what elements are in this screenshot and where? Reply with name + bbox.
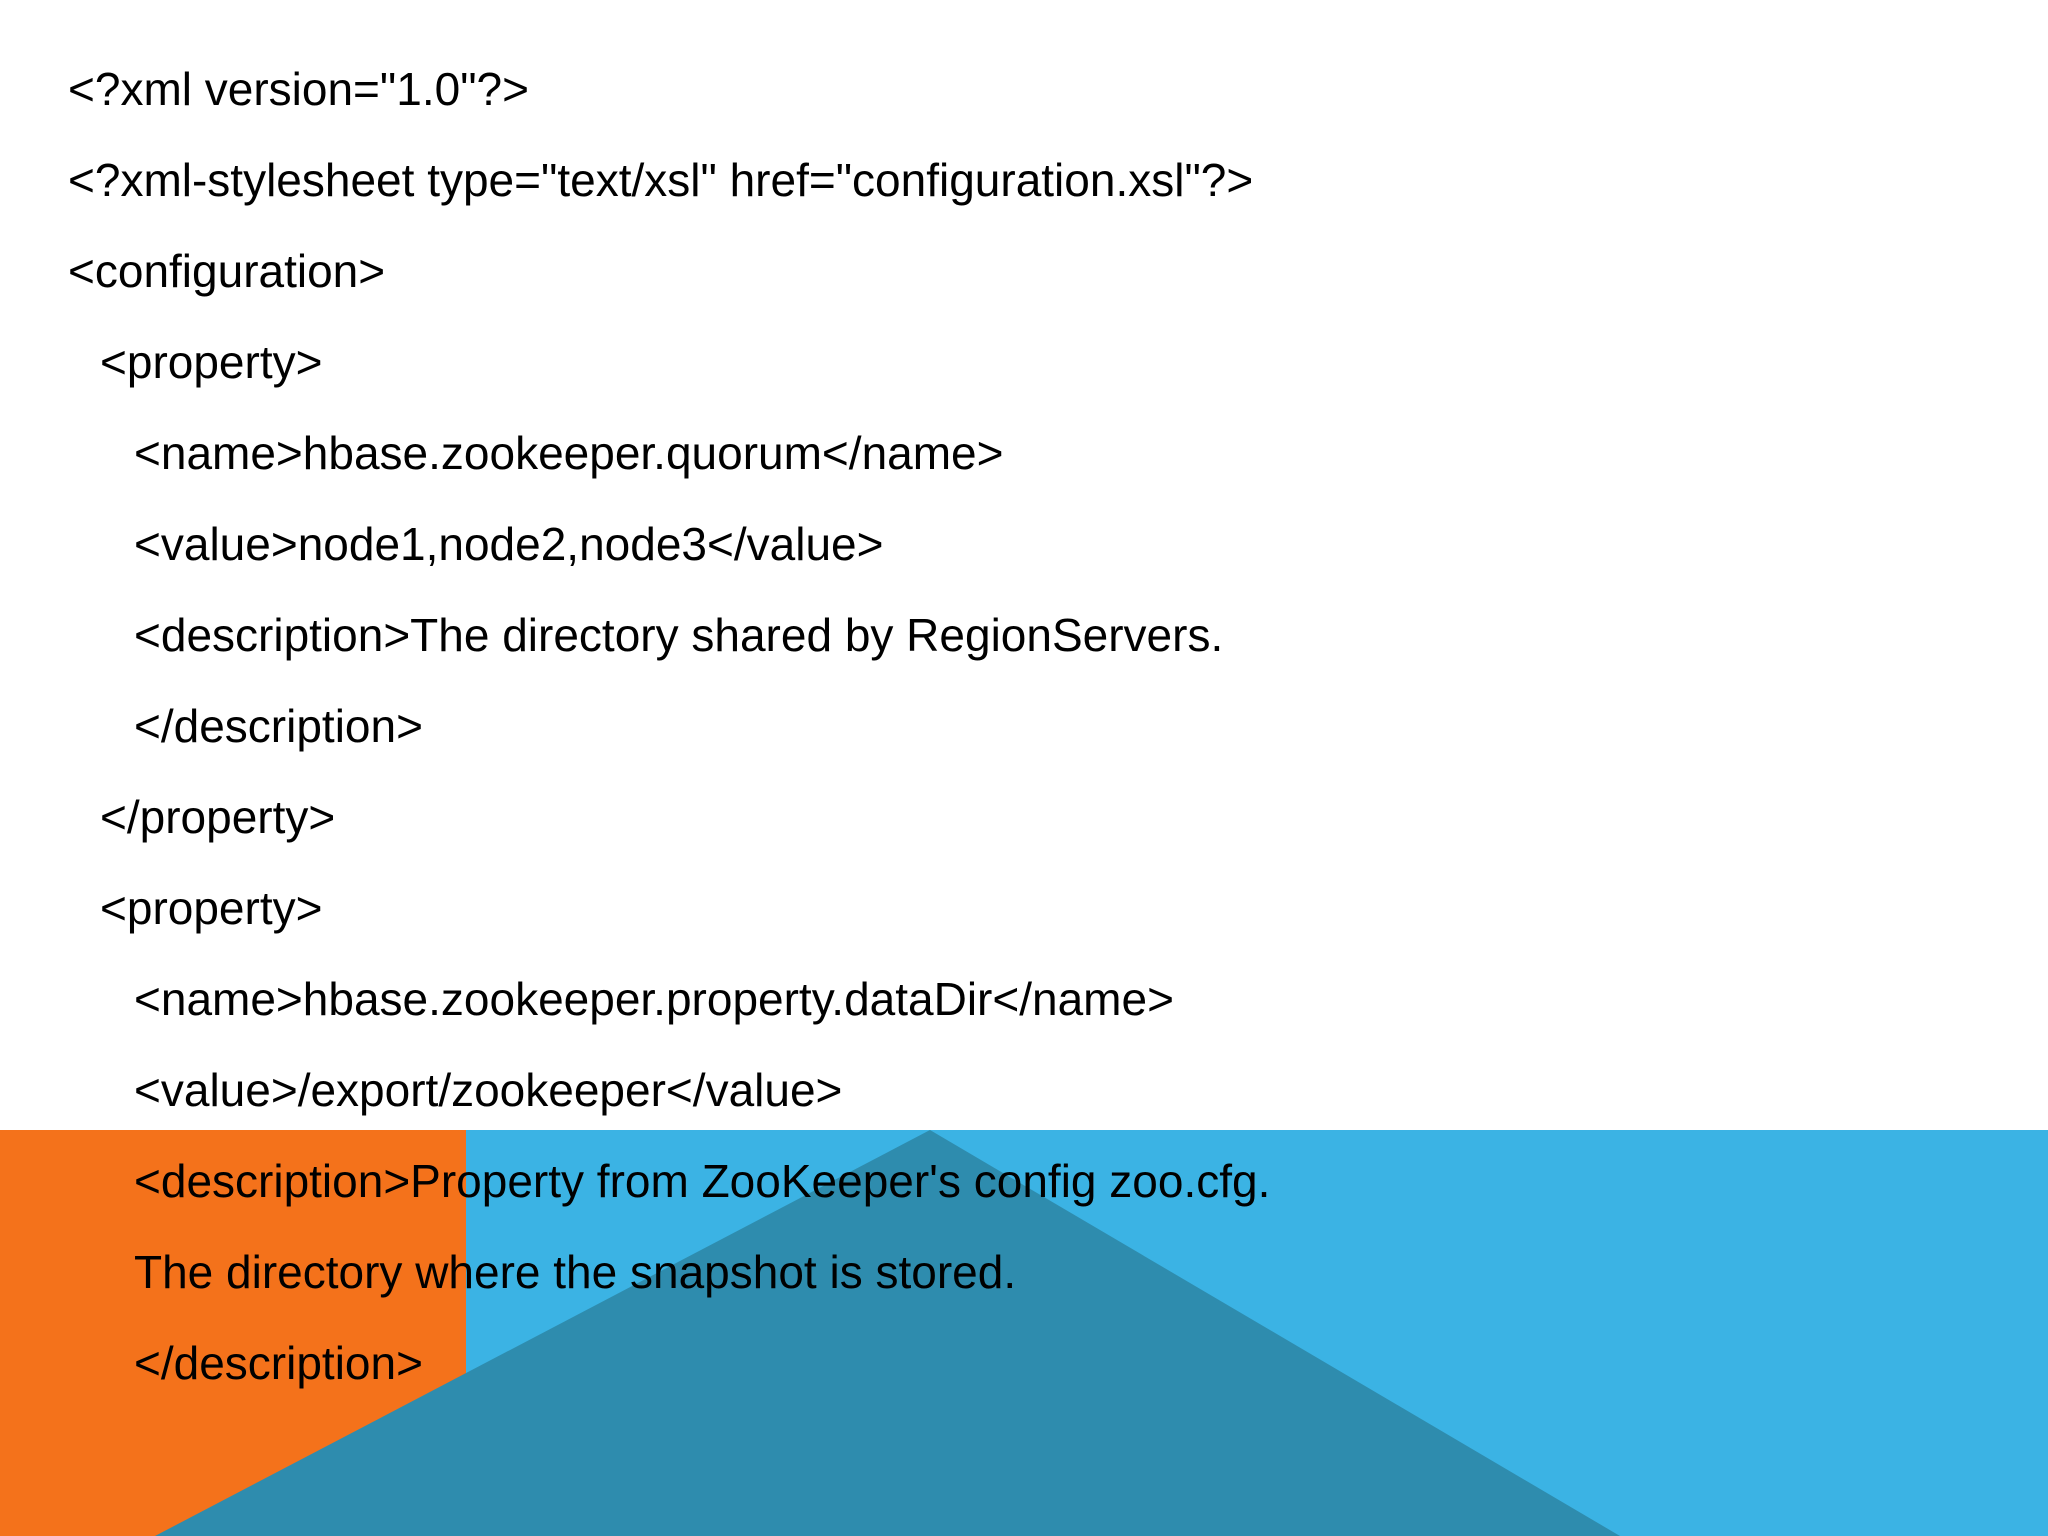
code-line: <description>The directory shared by Reg… xyxy=(134,609,1224,661)
teal-triangle-shape xyxy=(155,1130,1620,1536)
decorative-color-band xyxy=(0,1130,2048,1536)
code-line: The directory where the snapshot is stor… xyxy=(134,1246,1017,1298)
code-line: </property> xyxy=(100,791,336,843)
code-line: <name>hbase.zookeeper.quorum</name> xyxy=(134,427,1004,479)
code-line: <value>node1,node2,node3</value> xyxy=(134,518,884,570)
code-line: <?xml version="1.0"?> xyxy=(68,63,529,115)
code-line: <description>Property from ZooKeeper's c… xyxy=(134,1155,1271,1207)
code-line: <name>hbase.zookeeper.property.dataDir</… xyxy=(134,973,1174,1025)
code-line: <configuration> xyxy=(68,245,386,297)
code-line: <property> xyxy=(100,336,323,388)
code-line: </description> xyxy=(134,1337,423,1389)
code-line: <property> xyxy=(100,882,323,934)
code-line: <value>/export/zookeeper</value> xyxy=(134,1064,843,1116)
code-line: </description> xyxy=(134,700,423,752)
xml-code-block: <?xml version="1.0"?> <?xml-stylesheet t… xyxy=(68,63,1271,1389)
code-line: <?xml-stylesheet type="text/xsl" href="c… xyxy=(68,154,1254,206)
